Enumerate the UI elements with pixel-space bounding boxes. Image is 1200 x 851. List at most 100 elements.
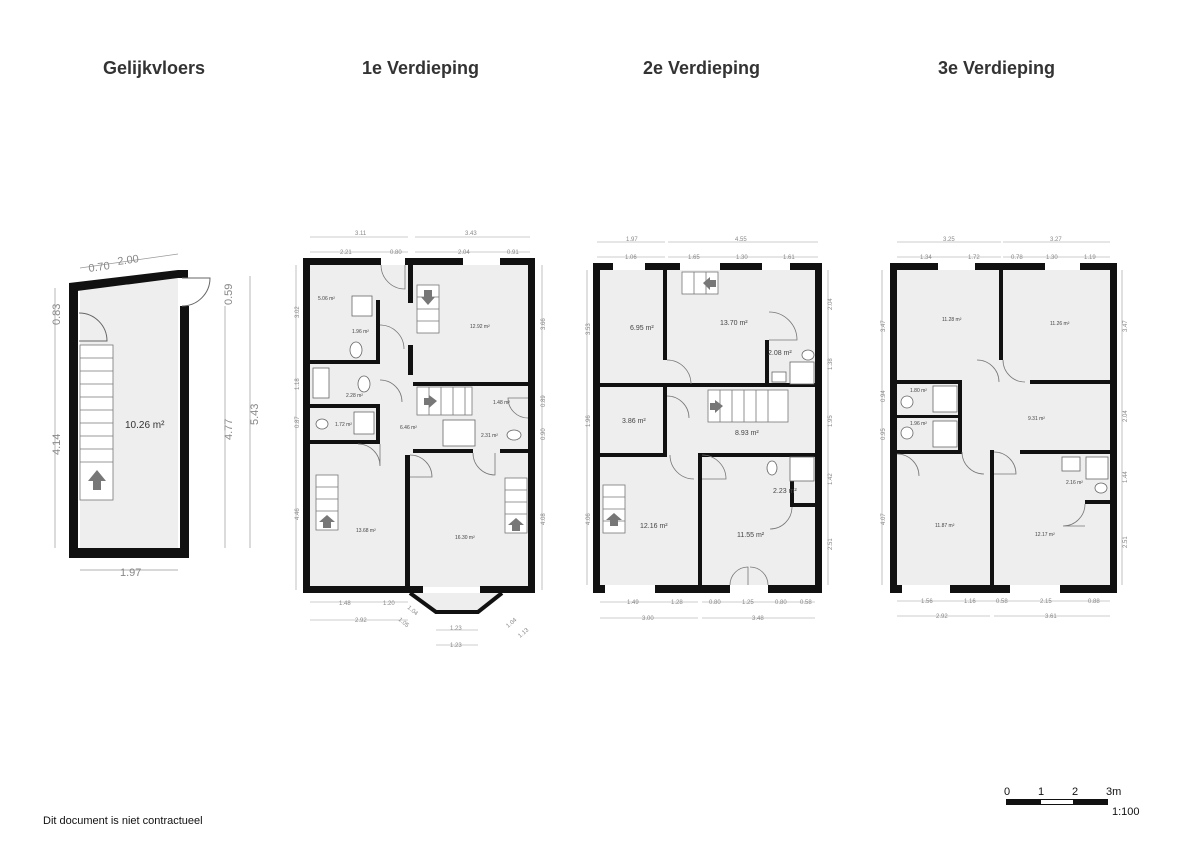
svg-text:3.27: 3.27 (1050, 237, 1062, 243)
svg-text:1.42: 1.42 (828, 473, 834, 485)
second-doors (666, 311, 798, 586)
svg-text:0.88: 0.88 (1088, 599, 1100, 605)
scale-ratio: 1:100 (1112, 806, 1140, 818)
svg-text:1.97: 1.97 (626, 237, 638, 243)
third-dimension-lines (881, 241, 1123, 617)
svg-text:1.04: 1.04 (505, 617, 518, 630)
svg-text:2.92: 2.92 (355, 618, 367, 624)
svg-text:1.56: 1.56 (921, 599, 933, 605)
stair-arrow-icon (319, 515, 335, 528)
scale-bar: 0 1 2 3m 1:100 (1004, 786, 1144, 826)
stair-arrow-icon (424, 395, 437, 408)
scale-tick: 1 (1038, 786, 1045, 798)
svg-text:1.97: 1.97 (120, 567, 141, 579)
third-floor-area (897, 270, 1110, 585)
toilet-icon (900, 395, 914, 409)
third-fixtures (900, 385, 1109, 494)
svg-text:2.92: 2.92 (936, 614, 948, 620)
toilet-icon (1094, 482, 1108, 494)
svg-text:1.95: 1.95 (828, 415, 834, 427)
toilet-icon (315, 418, 329, 430)
svg-text:0.95: 0.95 (881, 428, 887, 440)
plan-first: 5.06 m² 1.96 m² 2.28 m² 1.72 m² 6.46 m² … (295, 231, 547, 649)
svg-text:0.80: 0.80 (390, 250, 402, 256)
svg-text:4.14: 4.14 (51, 434, 63, 455)
svg-text:6.46 m²: 6.46 m² (400, 425, 417, 431)
svg-text:3.53: 3.53 (586, 323, 592, 335)
svg-text:1.72 m²: 1.72 m² (335, 422, 352, 428)
first-fixtures (312, 295, 522, 447)
svg-text:3.48: 3.48 (752, 616, 764, 622)
svg-text:3.02: 3.02 (295, 306, 301, 318)
disclaimer-text: Dit document is niet contractueel (43, 815, 203, 827)
bay-window (408, 591, 504, 614)
svg-text:1.25: 1.25 (742, 600, 754, 606)
svg-text:1.80 m²: 1.80 m² (910, 388, 927, 394)
stair-arrow-icon (88, 470, 106, 490)
svg-text:1.13: 1.13 (517, 627, 530, 640)
second-dimension-lines (586, 241, 829, 619)
second-walls (593, 263, 822, 593)
svg-text:1.16: 1.16 (964, 599, 976, 605)
svg-text:0.78: 0.78 (1011, 255, 1023, 261)
shower-icon (1085, 456, 1109, 480)
svg-text:2.00: 2.00 (117, 253, 140, 268)
ground-walls (69, 270, 189, 558)
shower-icon (442, 419, 476, 447)
scale-segment (1006, 799, 1040, 805)
second-dimensions: 1.97 1.06 4.55 1.65 1.30 1.61 3.53 1.96 … (586, 237, 834, 622)
third-walls (890, 263, 1117, 593)
svg-text:1.23: 1.23 (450, 626, 462, 632)
first-walls (303, 258, 535, 593)
svg-text:1.34: 1.34 (920, 255, 932, 261)
svg-text:0.70: 0.70 (88, 260, 111, 275)
svg-text:16.30 m²: 16.30 m² (455, 535, 475, 541)
svg-text:0.83: 0.83 (51, 304, 63, 325)
toilet-icon (900, 426, 914, 440)
svg-text:3.47: 3.47 (1123, 320, 1129, 332)
svg-text:1.96 m²: 1.96 m² (910, 421, 927, 427)
svg-text:5.06 m²: 5.06 m² (318, 296, 335, 302)
shower-icon (789, 456, 815, 482)
scale-segment (1074, 799, 1108, 805)
first-doors (357, 264, 529, 478)
svg-text:12.16 m²: 12.16 m² (640, 523, 668, 530)
svg-text:11.28 m²: 11.28 m² (942, 317, 962, 323)
toilet-icon (349, 341, 363, 359)
toilet-icon (766, 460, 778, 476)
first-area-labels: 5.06 m² 1.96 m² 2.28 m² 1.72 m² 6.46 m² … (318, 296, 510, 541)
svg-text:5.43: 5.43 (249, 404, 261, 425)
svg-text:12.92 m²: 12.92 m² (470, 324, 490, 330)
first-stair-arrows (319, 290, 524, 531)
svg-text:13.70 m²: 13.70 m² (720, 320, 748, 327)
svg-text:1.61: 1.61 (783, 255, 795, 261)
svg-text:4.77: 4.77 (223, 419, 235, 440)
stair-arrow-icon (703, 277, 716, 290)
svg-text:4.06: 4.06 (586, 513, 592, 525)
svg-text:1.18: 1.18 (295, 378, 301, 390)
first-dimension-lines (295, 236, 543, 646)
scale-tick: 3m (1106, 786, 1122, 798)
sink-icon (771, 371, 787, 383)
plan-third: 11.28 m² 11.26 m² 1.80 m² 1.96 m² 9.31 m… (881, 237, 1129, 620)
svg-text:2.21: 2.21 (340, 250, 352, 256)
svg-text:2.04: 2.04 (458, 250, 470, 256)
svg-text:11.87 m²: 11.87 m² (935, 523, 955, 529)
svg-text:1.72: 1.72 (968, 255, 980, 261)
svg-text:1.04: 1.04 (406, 605, 419, 618)
svg-text:2.08 m²: 2.08 m² (768, 350, 792, 357)
svg-text:1.96 m²: 1.96 m² (352, 329, 369, 335)
second-area-labels: 6.95 m² 13.70 m² 2.08 m² 3.86 m² 8.93 m²… (622, 320, 797, 539)
toilet-icon (506, 429, 522, 441)
svg-text:3.86 m²: 3.86 m² (622, 418, 646, 425)
second-fixtures (766, 349, 815, 482)
floor-title-second: 2e Verdieping (643, 58, 761, 78)
svg-text:0.80: 0.80 (709, 600, 721, 606)
svg-text:2.23 m²: 2.23 m² (773, 488, 797, 495)
svg-text:0.59: 0.59 (223, 284, 235, 305)
svg-text:6.95 m²: 6.95 m² (630, 325, 654, 332)
svg-text:0.80: 0.80 (775, 600, 787, 606)
svg-text:2.28 m²: 2.28 m² (346, 393, 363, 399)
svg-text:2.04: 2.04 (1123, 410, 1129, 422)
